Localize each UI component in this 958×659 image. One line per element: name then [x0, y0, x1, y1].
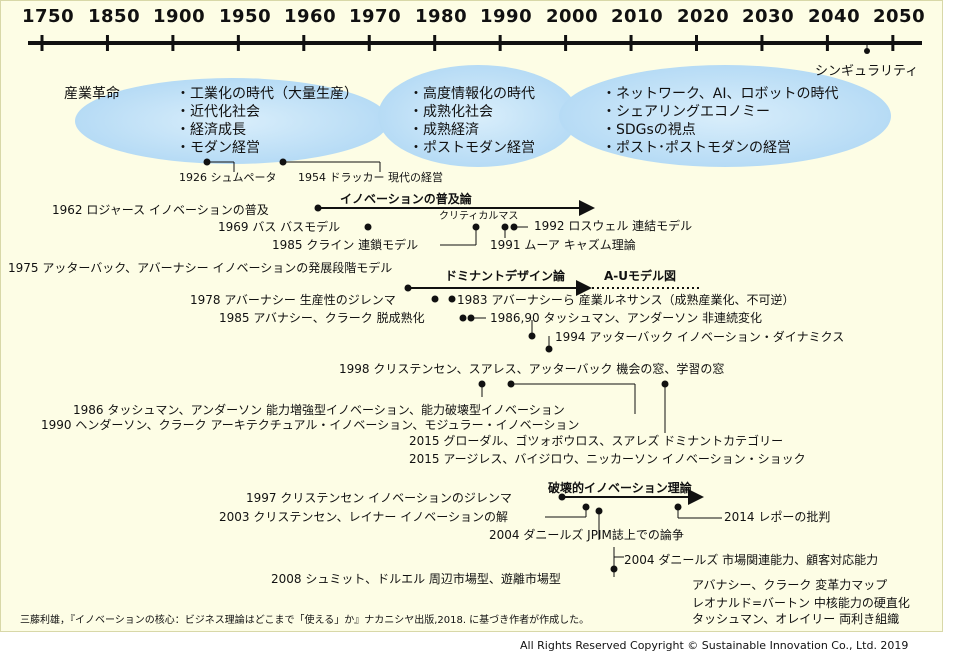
era-ellipse-1: [75, 78, 389, 164]
year-1850: 1850: [88, 6, 141, 27]
year-1980: 1980: [415, 6, 468, 27]
event-abernathy-1978: 1978 アバーナシー 生産性のジレンマ: [190, 293, 396, 307]
event-schumpeter: 1926 シュムペータ: [179, 171, 277, 184]
year-1900: 1900: [153, 6, 206, 27]
drucker-dot: [279, 158, 287, 166]
event-danneels-2004: 2004 ダニールズ 市場関連能力、顧客対応能力: [624, 553, 879, 567]
era1-line2: ・近代化社会: [176, 104, 260, 120]
era1-line4: ・モダン経営: [176, 140, 260, 156]
event-lepore-2014: 2014 レポーの批判: [724, 510, 831, 524]
event-christensen-1997: 1997 クリステンセン イノベーションのジレンマ: [246, 491, 512, 505]
source-note: 三藤利雄，『イノベーションの核心：ビジネス理論はどこまで「使える」か』ナカニシヤ…: [20, 615, 590, 626]
year-2010: 2010: [611, 6, 664, 27]
event-bass: 1969 バス バスモデル: [218, 220, 341, 234]
event-christensen-1998: 1998 クリステンセン、スアレス、アッターバック 機会の窓、学習の窓: [339, 362, 725, 376]
era2-line4: ・ポストモダン経営: [409, 140, 535, 156]
year-1960: 1960: [284, 6, 337, 27]
era-ellipse-2: [378, 65, 578, 167]
year-2050: 2050: [873, 6, 926, 27]
event-abernathy-clark: 1985 アバナシー、クラーク 脱成熟化: [219, 311, 425, 325]
disruptive-heading: 破壊的イノベーション理論: [548, 481, 692, 495]
year-1990: 1990: [480, 6, 533, 27]
event-utterback-1975: 1975 アッターバック、アバーナシー イノベーションの発展段階モデル: [8, 261, 393, 275]
copyright-notice: All Rights Reserved Copyright © Sustaina…: [520, 639, 909, 652]
event-tushman-1986-90: 1986,90 タッシュマン、アンダーソン 非連続変化: [490, 311, 763, 325]
era1-line1: ・工業化の時代（大量生産）: [176, 86, 358, 102]
event-moore: 1991 ムーア キャズム理論: [490, 238, 636, 252]
event-argyres-2015: 2015 アージレス、バイジロウ、ニッカーソン イノベーション・ショック: [409, 452, 806, 466]
year-2030: 2030: [742, 6, 795, 27]
era2-line3: ・成熟経済: [409, 122, 479, 138]
event-abernathy-1983: 1983 アバーナシーら 産業ルネサンス（成熟産業化、不可逆）: [457, 293, 795, 307]
dominant-design-heading: ドミナントデザイン論: [445, 269, 566, 283]
era3-line2: ・シェアリングエコノミー: [602, 104, 770, 120]
event-schmidt-2008: 2008 シュミット、ドルエル 周辺市場型、遊離市場型: [271, 572, 561, 586]
year-2040: 2040: [808, 6, 861, 27]
year-1970: 1970: [349, 6, 402, 27]
event-tushman-oreilly: タッシュマン、オレイリー 両利き組織: [692, 612, 900, 626]
event-abernathy-map: アバナシー、クラーク 変革力マップ: [692, 578, 888, 592]
era3-line1: ・ネットワーク、AI、ロボットの時代: [602, 86, 839, 102]
event-grodal-2015: 2015 グローダル、ゴツォボウロス、スアレズ ドミナントカテゴリー: [409, 434, 784, 448]
era3-line3: ・SDGsの視点: [602, 122, 696, 138]
year-1750: 1750: [22, 6, 75, 27]
event-leonard-barton: レオナルド=バートン 中核能力の硬直化: [692, 596, 910, 610]
event-tushman-1986: 1986 タッシュマン、アンダーソン 能力増強型イノベーション、能力破壊型イノベ…: [73, 403, 565, 417]
event-rothwell: 1992 ロスウェル 連結モデル: [534, 219, 693, 233]
era-ellipse-3: [559, 65, 891, 167]
event-christensen-raynor-2003: 2003 クリステンセン、レイナー イノベーションの解: [219, 510, 508, 524]
au-model-heading: A-Uモデル図: [604, 269, 677, 283]
event-rogers: 1962 ロジャース イノベーションの普及: [52, 203, 269, 217]
era2-line2: ・成熟化社会: [409, 104, 493, 120]
singularity-label: シンギュラリティ: [815, 64, 919, 79]
year-2020: 2020: [677, 6, 730, 27]
diffusion-heading: イノベーションの普及論: [340, 192, 472, 206]
industrial-revolution-label: 産業革命: [64, 86, 120, 102]
schumpeter-dot: [203, 158, 211, 166]
timeline-ticks: [40, 35, 895, 51]
event-drucker: 1954 ドラッカー 現代の経営: [298, 171, 443, 184]
year-2000: 2000: [546, 6, 599, 27]
event-danneels-jpim-2004: 2004 ダニールズ JPIM誌上での論争: [489, 528, 684, 542]
era3-line4: ・ポスト･ポストモダンの経営: [602, 140, 791, 156]
era1-line3: ・経済成長: [176, 122, 246, 138]
era2-line1: ・高度情報化の時代: [409, 86, 535, 102]
year-1950: 1950: [219, 6, 272, 27]
event-utterback-1994: 1994 アッターバック イノベーション・ダイナミクス: [555, 330, 845, 344]
event-henderson-1990: 1990 ヘンダーソン、クラーク アーキテクチュアル・イノベーション、モジュラー…: [41, 418, 580, 432]
event-kline: 1985 クライン 連鎖モデル: [272, 238, 419, 252]
critical-mass-label: クリティカルマス: [439, 211, 519, 222]
